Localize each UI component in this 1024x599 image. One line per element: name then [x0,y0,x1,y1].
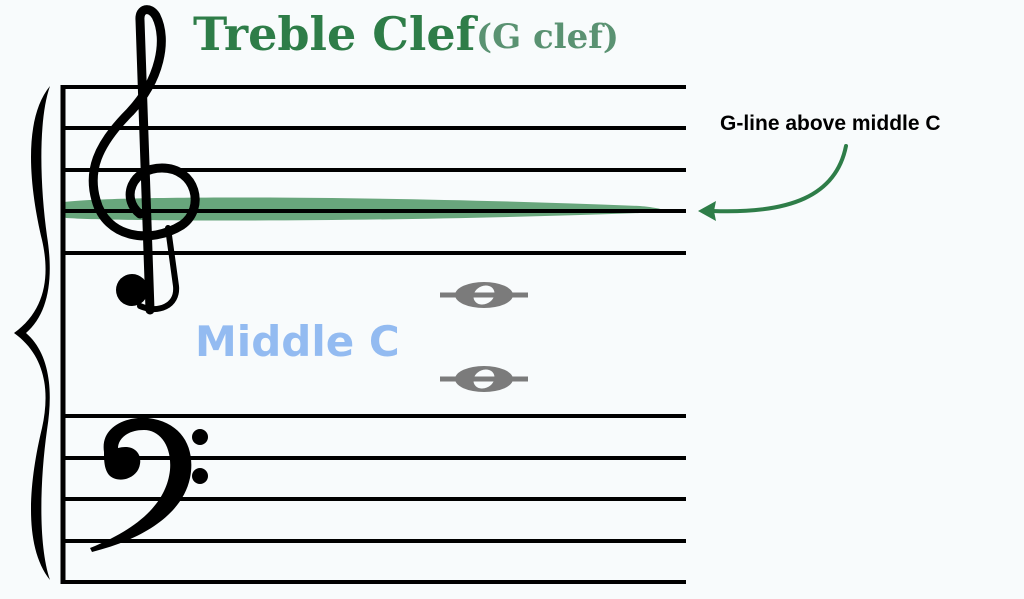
page-title: Treble Clef [193,7,476,61]
curved-arrow-icon [698,144,848,221]
page-subtitle: (G clef) [476,17,619,57]
middle-c-label: Middle C [195,317,400,366]
whole-note-with-ledger-line-icon [440,366,528,392]
bass-clef-icon [90,417,208,552]
g-line-annotation: G-line above middle C [720,112,941,135]
whole-note-with-ledger-line-icon [440,282,528,308]
brace-icon [14,86,50,580]
treble-clef-icon [88,5,200,315]
bass-staff [62,414,686,584]
treble-staff [62,85,686,255]
